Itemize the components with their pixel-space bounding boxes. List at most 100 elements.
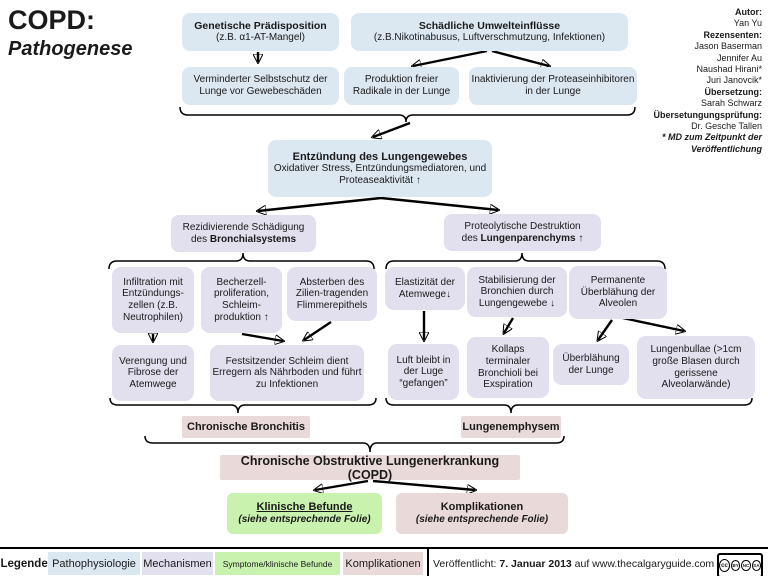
node-lung-inflammation: Entzündung des Lungengewebes Oxidativer … — [268, 140, 492, 197]
node-cilia-text: Absterben des Zilien-tragenden Flimmerep… — [295, 276, 369, 311]
node-clinical-findings: Klinische Befunde (siehe entsprechende F… — [227, 493, 382, 534]
arrow-stabilization-to-collapse — [504, 317, 515, 333]
node-permanent-alveolar-hyperinflation: Permanente Überblähung der Alveolen — [569, 266, 667, 319]
arrow-copd-to-clinical — [315, 479, 369, 490]
node-inactivation-text: Inaktivierung der Proteaseinhibitoren in… — [471, 74, 635, 97]
page-title: COPD: Pathogenese — [8, 6, 178, 61]
node-radicals-text: Produktion freier Radikale in der Lunge — [352, 74, 451, 97]
published-line: Veröffentlicht: 7. Januar 2013 auf www.t… — [433, 549, 714, 576]
arrow-inflammation-to-parenchyma — [380, 196, 498, 210]
node-lung-hyperinflation: Überblähung der Lunge — [553, 344, 629, 385]
credits-block: Autor: Yan Yu Rezensenten: Jason Baserma… — [592, 7, 763, 155]
node-bronchi-stabilization-loss: Stabilisierung der Bronchien durch Lunge… — [467, 267, 567, 317]
arrow-alveoli-to-bullae — [617, 315, 684, 331]
node-parenchyma-line1: Proteolytische Destruktion — [464, 220, 581, 232]
node-cilia-death: Absterben des Zilien-tragenden Flimmerep… — [287, 267, 377, 321]
node-complications: Komplikationen (siehe entsprechende Foli… — [396, 493, 568, 534]
node-infiltration-text: Infiltration mit Entzündungs-zellen (z.B… — [122, 276, 184, 323]
credit-line: Autor: — [735, 7, 762, 17]
node-genetic-predisposition: Genetische Prädisposition (z.B. α1-AT-Ma… — [182, 13, 339, 51]
node-bronchial-line1: Rezidivierende Schädigung — [182, 221, 305, 233]
credit-line: * MD zum Zeitpunkt der — [661, 132, 762, 143]
legend-item-pathophysiology: Pathophysiologie — [48, 552, 140, 575]
node-mucus-infections: Festsitzender Schleim dient Erregern als… — [210, 345, 364, 401]
label-emphysema: Lungenemphysem — [461, 416, 561, 438]
node-parenchyma-destruction: Proteolytische Destruktion des Lungenpar… — [444, 214, 601, 251]
cc-icon: cc — [719, 559, 730, 572]
credit-line: Sarah Schwarz — [700, 98, 762, 109]
node-protease-inactivation: Inaktivierung der Proteaseinhibitoren in… — [469, 67, 637, 105]
node-goblet-proliferation: Becherzell-proliferation, Schleim-produk… — [201, 267, 282, 333]
credit-line: Übersetzung: — [704, 86, 762, 97]
node-infiltration: Infiltration mit Entzündungs-zellen (z.B… — [112, 267, 194, 333]
node-airway-narrowing: Verengung und Fibrose der Atemwege — [112, 345, 194, 401]
node-parenchyma-line2: des Lungenparenchyms ↑ — [461, 232, 584, 244]
label-chronic-bronchitis: Chronische Bronchitis — [182, 416, 310, 438]
node-narrowing-text: Verengung und Fibrose der Atemwege — [119, 355, 187, 390]
published-prefix: Veröffentlicht: — [433, 557, 500, 570]
cc-sa-icon: SA — [751, 560, 761, 571]
node-bronchial-line2: des Bronchialsystems — [190, 233, 297, 245]
node-elasticity-loss: Elastizität der Atemwege↓ — [385, 267, 465, 310]
node-airtrapping-text: Luft bleibt in der Luge “gefangen” — [396, 354, 451, 389]
legend-bar: Legende: Pathophysiologie Mechanismen Sy… — [0, 547, 768, 576]
node-environmental-influences: Schädliche Umwelteinflüsse (z.B.Nikotina… — [351, 13, 628, 51]
node-bronchiole-collapse: Kollaps terminaler Bronchioli bei Exspir… — [467, 337, 549, 398]
arrow-copd-to-complications — [372, 479, 475, 490]
node-alveoli-text: Permanente Überblähung der Alveolen — [580, 275, 656, 310]
label-copd-text: Chronische Obstruktive Lungenerkrankung … — [240, 453, 500, 482]
credit-line: Übersetungungsprüfung: — [653, 109, 763, 120]
node-environment-title: Schädliche Umwelteinflüsse — [418, 20, 561, 33]
page-title-sub: Pathogenese — [8, 38, 133, 61]
brace-copd — [144, 435, 565, 453]
credit-line: Jennifer Au — [716, 52, 762, 63]
node-inflammation-sub: Oxidativer Stress, Entzündungsmediatoren… — [273, 163, 487, 186]
node-genetic-title: Genetische Prädisposition — [194, 20, 327, 33]
legend-title: Legende: — [0, 552, 52, 575]
legend-item-complications: Komplikationen — [343, 552, 423, 575]
node-complications-title: Komplikationen — [440, 501, 524, 514]
node-air-trapping: Luft bleibt in der Luge “gefangen” — [388, 344, 459, 400]
node-reduced-selfprotection: Verminderter Selbstschutz der Lunge vor … — [182, 67, 339, 105]
legend-item-mechanisms: Mechanismen — [142, 552, 213, 575]
node-goblet-text: Becherzell-proliferation, Schleim-produk… — [213, 276, 270, 323]
cc-by-icon: BY — [730, 560, 741, 571]
label-bronchitis-text: Chronische Bronchitis — [187, 421, 305, 433]
label-copd: Chronische Obstruktive Lungenerkrankung … — [220, 453, 520, 482]
label-emphysema-text: Lungenemphysem — [462, 421, 560, 433]
page-title-main: COPD: — [8, 5, 95, 35]
credit-line: Rezensenten: — [703, 29, 762, 40]
node-complications-sub: (siehe entsprechende Folie) — [415, 514, 549, 526]
credit-line: Dr. Gesche Tallen — [691, 121, 762, 132]
arrow-cilia-to-mucus — [304, 321, 332, 340]
node-mucus-text: Festsitzender Schleim dient Erregern als… — [212, 355, 362, 390]
node-free-radicals: Produktion freier Radikale in der Lunge — [344, 67, 459, 105]
arrow-inflammation-to-bronchial — [258, 196, 382, 211]
node-stabilization-text: Stabilisierung der Bronchien durch Lunge… — [478, 274, 556, 309]
published-url: auf www.thecalgaryguide.com — [571, 557, 715, 570]
node-lung-bullae: Lungenbullae (>1cm große Blasen durch ge… — [637, 336, 755, 399]
legend-item-findings: Symptome/klinische Befunde — [215, 552, 340, 575]
arrow-brace-to-inflammation — [373, 121, 411, 137]
arrow-environment-to-inactivation — [491, 49, 549, 66]
published-date: 7. Januar 2013 — [499, 557, 572, 570]
cc-license-badge-icon: cc BY NC SA — [717, 553, 763, 576]
node-clinical-sub: (siehe entsprechende Folie) — [238, 514, 371, 526]
credit-line: Juri Janovcik* — [706, 75, 762, 86]
cc-nc-icon: NC — [741, 560, 751, 571]
arrow-goblet-to-mucus — [241, 332, 283, 341]
node-bronchial-damage: Rezidivierende Schädigung des Bronchials… — [171, 215, 316, 252]
node-clinical-title: Klinische Befunde — [256, 501, 353, 514]
brace-row2 — [179, 106, 636, 123]
node-environment-sub: (z.B.Nikotinabusus, Luftverschmutzung, I… — [373, 32, 606, 44]
node-inflammation-title: Entzündung des Lungengewebes — [292, 150, 468, 163]
node-selfprotect-text: Verminderter Selbstschutz der Lunge vor … — [193, 74, 328, 97]
credit-line: Jason Baserman — [694, 41, 762, 52]
credit-line: Naushad Hirani* — [696, 64, 762, 75]
arrow-alveoli-to-hyperinflation — [598, 319, 613, 340]
arrow-environment-to-radicals — [413, 49, 488, 66]
node-genetic-sub: (z.B. α1-AT-Mangel) — [216, 32, 305, 44]
credit-line: Veröffentlichung — [690, 143, 762, 154]
node-hyperlung-text: Überblähung der Lunge — [562, 352, 620, 376]
